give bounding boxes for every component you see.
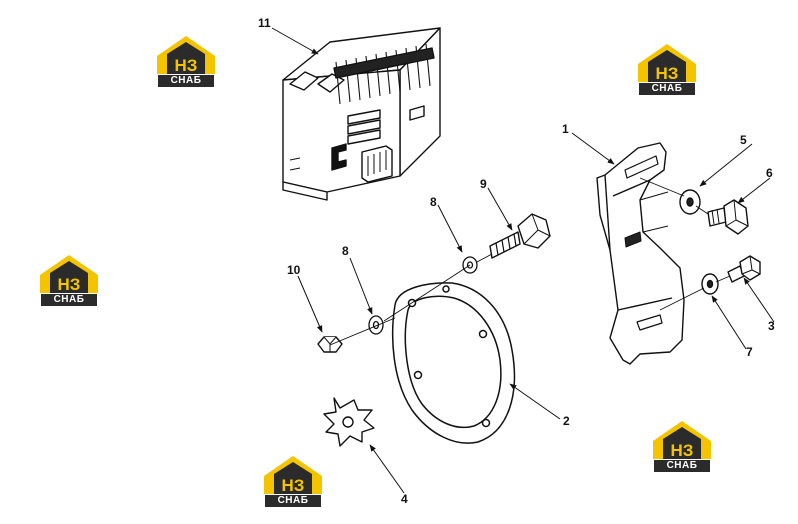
logo-mark-text: НЗ (282, 476, 305, 495)
logo-caption: СНАБ (53, 294, 85, 305)
brand-logo-watermark: НЗ СНАБ (636, 42, 698, 108)
logo-caption: СНАБ (666, 460, 698, 471)
adapter-plate (391, 282, 516, 444)
mounting-bracket (596, 142, 685, 365)
logo-mark-text: НЗ (175, 56, 198, 75)
callout-labels: 11 1 5 6 9 8 8 10 3 7 2 4 (258, 16, 775, 506)
flat-washer-upper (679, 189, 701, 215)
leader-lines (271, 27, 775, 494)
callout-9: 9 (480, 177, 487, 191)
callout-10: 10 (287, 263, 301, 277)
callout-6: 6 (766, 166, 773, 180)
brand-logo-watermark: НЗ СНАБ (38, 253, 100, 319)
hex-bolt (489, 213, 551, 259)
logo-caption: СНАБ (170, 75, 202, 86)
assembly-lines (329, 177, 731, 346)
logo-mark-text: НЗ (58, 275, 81, 294)
logo-caption: СНАБ (277, 495, 309, 506)
logo-mark-text: НЗ (671, 441, 694, 460)
callout-2: 2 (563, 414, 570, 428)
logo-mark-text: НЗ (656, 64, 679, 83)
coupling-spider (323, 397, 375, 447)
callout-7: 7 (746, 345, 753, 359)
brand-logo-watermark: НЗ СНАБ (155, 34, 217, 100)
brand-logo-watermark: НЗ СНАБ (651, 419, 713, 485)
flat-washer-lower (701, 273, 719, 295)
control-module (282, 27, 441, 201)
callout-4: 4 (401, 492, 408, 506)
callout-3: 3 (768, 319, 775, 333)
cap-screw-lower (727, 255, 761, 283)
brand-logo-watermark: НЗ СНАБ (262, 454, 324, 520)
callout-1: 1 (562, 122, 569, 136)
lock-washer-left (368, 315, 384, 335)
callout-5: 5 (740, 133, 747, 147)
hex-nut (317, 336, 343, 353)
callout-8-lower: 8 (342, 244, 349, 258)
callout-8-upper: 8 (430, 195, 437, 209)
logo-caption: СНАБ (651, 83, 683, 94)
callout-11: 11 (258, 16, 271, 30)
cap-screw-upper (707, 199, 749, 235)
